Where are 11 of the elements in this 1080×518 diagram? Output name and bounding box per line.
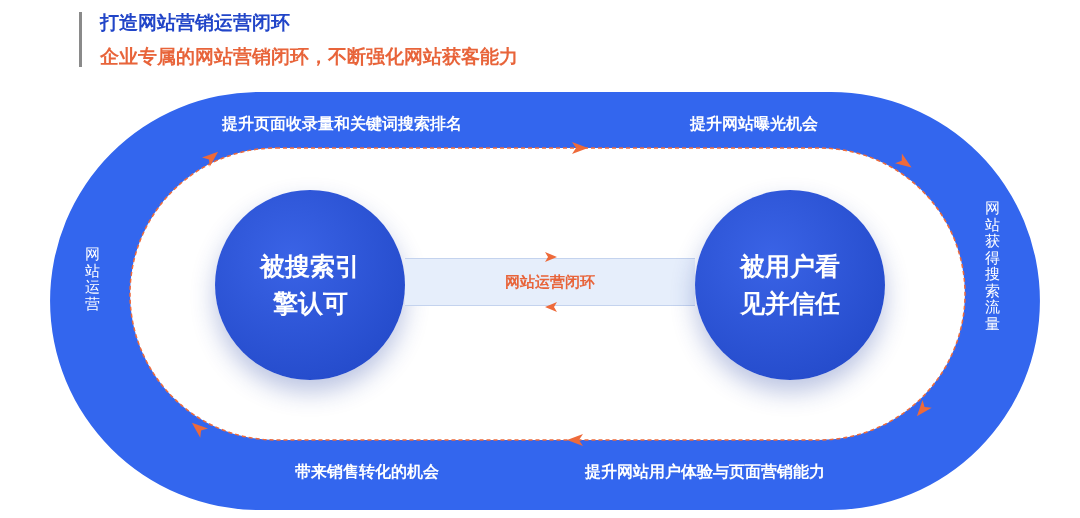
text-label: 提升网站用户体验与页面营销能力 bbox=[585, 461, 825, 483]
text-label: 提升页面收录量和关键词搜索排名 bbox=[222, 113, 462, 135]
text-label: 网站运营 bbox=[85, 246, 100, 312]
text-label: 网站获得搜索流量 bbox=[985, 200, 1000, 332]
node-label: 网站运营闭环 bbox=[505, 271, 595, 293]
text-label: 企业专属的网站营销闭环，不断强化网站获客能力 bbox=[100, 44, 518, 69]
title: 打造网站营销运营闭环 bbox=[100, 10, 290, 35]
node-label: 被搜索引擎认可 bbox=[258, 250, 361, 320]
node-label: 被用户看见并信任 bbox=[738, 250, 841, 320]
text-label: 提升网站曝光机会 bbox=[690, 113, 818, 135]
text-label: 带来销售转化的机会 bbox=[295, 461, 439, 483]
